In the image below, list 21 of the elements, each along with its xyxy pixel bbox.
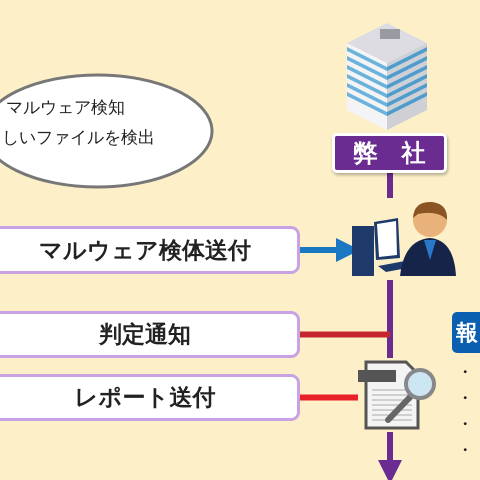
- list-bullet: ・: [456, 387, 474, 410]
- list-bullet: ・: [456, 361, 474, 384]
- ellipse-text: マルウェア検知: [6, 97, 125, 119]
- message-text: マルウェア検体送付: [39, 236, 251, 266]
- list-bullet: ・: [456, 439, 474, 462]
- message-box: [0, 311, 300, 358]
- message-text: レポート送付: [74, 384, 216, 413]
- message-box: [0, 226, 300, 274]
- heading-text: 報: [456, 320, 478, 348]
- arrow: [378, 432, 402, 480]
- report-heading: [452, 312, 480, 353]
- ellipse-text: しいファイルを検出: [2, 127, 155, 149]
- company-tag: [332, 133, 447, 173]
- connector-line: [387, 280, 393, 358]
- message-box: [0, 374, 300, 421]
- list-bullet: ・: [456, 413, 474, 436]
- connector-line: [300, 394, 358, 400]
- connector-line: [300, 332, 390, 338]
- connector-line: [387, 173, 393, 198]
- message-text: 判定通知: [99, 321, 191, 350]
- company-name: 弊 社: [354, 138, 426, 169]
